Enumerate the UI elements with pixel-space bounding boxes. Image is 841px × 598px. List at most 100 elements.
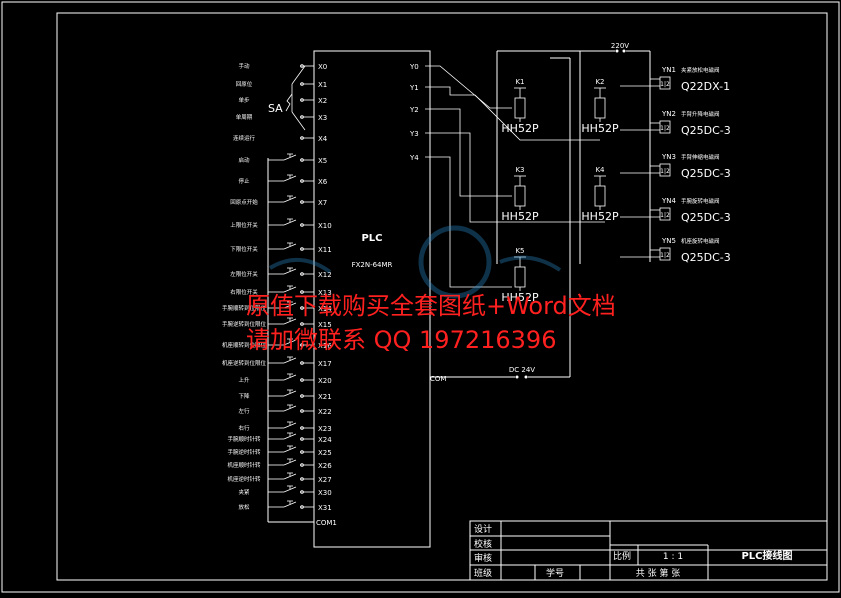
input-terminal-x16: X16 xyxy=(318,342,332,350)
valve-coil-terminals: 1|2 xyxy=(660,212,670,219)
input-terminal-x3: X3 xyxy=(318,114,327,122)
plc-box xyxy=(313,50,431,548)
output-terminal-y1: Y1 xyxy=(409,84,419,92)
pushbutton-contact xyxy=(283,433,297,440)
valve-model: Q25DC-3 xyxy=(681,124,731,137)
input-label: 单步 xyxy=(238,96,250,104)
input-label: 机座逆转到位限位 xyxy=(222,359,267,367)
output-wire xyxy=(425,132,605,223)
input-label: 机座顺转到位限位 xyxy=(222,341,267,349)
com1-label: COM1 xyxy=(316,519,337,527)
input-label: 手腕逆时针转 xyxy=(227,448,261,456)
input-terminal-dot xyxy=(300,322,304,326)
input-label: 手腕逆转到位限位 xyxy=(222,320,267,328)
input-terminal-dot xyxy=(300,200,304,204)
relay-name: K4 xyxy=(595,166,605,174)
valve-tag: YN4 xyxy=(661,197,677,205)
pushbutton-contact xyxy=(283,501,297,508)
input-terminal-dot xyxy=(300,409,304,413)
valve-description: 机座旋转电磁阀 xyxy=(681,237,720,245)
input-terminal-x2: X2 xyxy=(318,97,327,105)
input-terminal-x17: X17 xyxy=(318,360,332,368)
relay-name: K2 xyxy=(595,78,604,86)
input-terminal-dot xyxy=(300,505,304,509)
input-label: 机座顺时针转 xyxy=(227,461,261,469)
check-label: 校核 xyxy=(474,538,492,550)
input-terminal-dot xyxy=(300,223,304,227)
relay-name: K1 xyxy=(515,78,524,86)
inner-border xyxy=(56,12,828,581)
input-terminal-dot xyxy=(300,361,304,365)
relay-name: K3 xyxy=(515,166,524,174)
input-terminal-dot xyxy=(300,115,304,119)
valve-coil xyxy=(659,163,671,177)
valve-description: 手臂升降电磁阀 xyxy=(681,110,720,118)
relay-coil xyxy=(514,266,526,288)
pushbutton-contact xyxy=(283,422,297,429)
selector-switch-symbol xyxy=(285,93,293,112)
valve-model: Q25DC-3 xyxy=(681,167,731,180)
selector-switch-arm xyxy=(291,111,306,131)
pushbutton-contact xyxy=(283,405,297,412)
input-label: 右行 xyxy=(238,424,250,432)
watermark-line-1: 原值下载购买全套图纸+Word文档 xyxy=(246,292,616,320)
input-terminal-x4: X4 xyxy=(318,135,328,143)
input-label: 下降 xyxy=(238,392,250,400)
input-terminal-dot xyxy=(300,306,304,310)
plc-model: FX2N-64MR xyxy=(352,261,393,269)
plc-input-terminals: X0手动X1回原位X2单步X3单周期X4连续运行X5启动X6停止X7回原点开始X… xyxy=(222,62,332,512)
input-terminal-dot xyxy=(300,477,304,481)
relay-model: HH52P xyxy=(501,122,539,135)
input-terminal-dot xyxy=(300,426,304,430)
pushbutton-contact xyxy=(283,175,297,182)
valve-model: Q22DX-1 xyxy=(681,80,730,93)
valve-coil xyxy=(659,207,671,221)
output-wire xyxy=(425,86,600,141)
scale-label: 比例 xyxy=(613,550,631,562)
input-label: 手动 xyxy=(238,62,250,70)
input-label: 下限位开关 xyxy=(230,245,258,253)
input-terminal-x10: X10 xyxy=(318,222,332,230)
sheet-count: 共 张 第 张 xyxy=(636,567,681,579)
valve-coil-terminals: 1|2 xyxy=(660,125,670,132)
input-terminal-x7: X7 xyxy=(318,199,327,207)
pushbutton-contact xyxy=(283,219,297,226)
valve-coil xyxy=(659,76,671,90)
input-terminal-dot xyxy=(300,378,304,382)
valve-coil-terminals: 1|2 xyxy=(660,168,670,175)
valve-coil-terminals: 1|2 xyxy=(660,81,670,88)
pushbutton-contact xyxy=(283,473,297,480)
dc-supply-label: DC 24V xyxy=(509,366,535,374)
output-wire xyxy=(425,65,512,109)
valve-tag: YN5 xyxy=(661,237,676,245)
class-label: 班级 xyxy=(474,567,492,579)
ac-supply-terminal xyxy=(622,49,626,53)
pushbutton-contact xyxy=(283,374,297,381)
relay-model: HH52P xyxy=(581,122,619,135)
input-terminal-x0: X0 xyxy=(318,63,327,71)
input-label: 回原点开始 xyxy=(230,198,258,206)
valve-coil xyxy=(659,247,671,261)
input-label: 手腕顺时针转 xyxy=(227,435,261,443)
pushbutton-contact xyxy=(283,390,297,397)
input-label: 回原位 xyxy=(236,80,253,88)
plc-title: PLC xyxy=(361,233,382,244)
pushbutton-contact xyxy=(283,196,297,203)
valve-description: 手腕旋转电磁阀 xyxy=(681,197,720,205)
drawing-title: PLC接线图 xyxy=(741,549,792,562)
relay-coil xyxy=(514,185,526,207)
title-block xyxy=(469,520,828,581)
valve-tag: YN2 xyxy=(661,110,676,118)
pushbutton-contact xyxy=(283,486,297,493)
selector-switch-arm xyxy=(291,65,306,85)
valve-coil-terminals: 1|2 xyxy=(660,252,670,259)
input-terminal-x1: X1 xyxy=(318,81,327,89)
input-label: 左行 xyxy=(238,407,250,415)
input-terminal-dot xyxy=(300,290,304,294)
output-terminal-y0: Y0 xyxy=(409,63,419,71)
input-label: 上升 xyxy=(238,376,250,384)
